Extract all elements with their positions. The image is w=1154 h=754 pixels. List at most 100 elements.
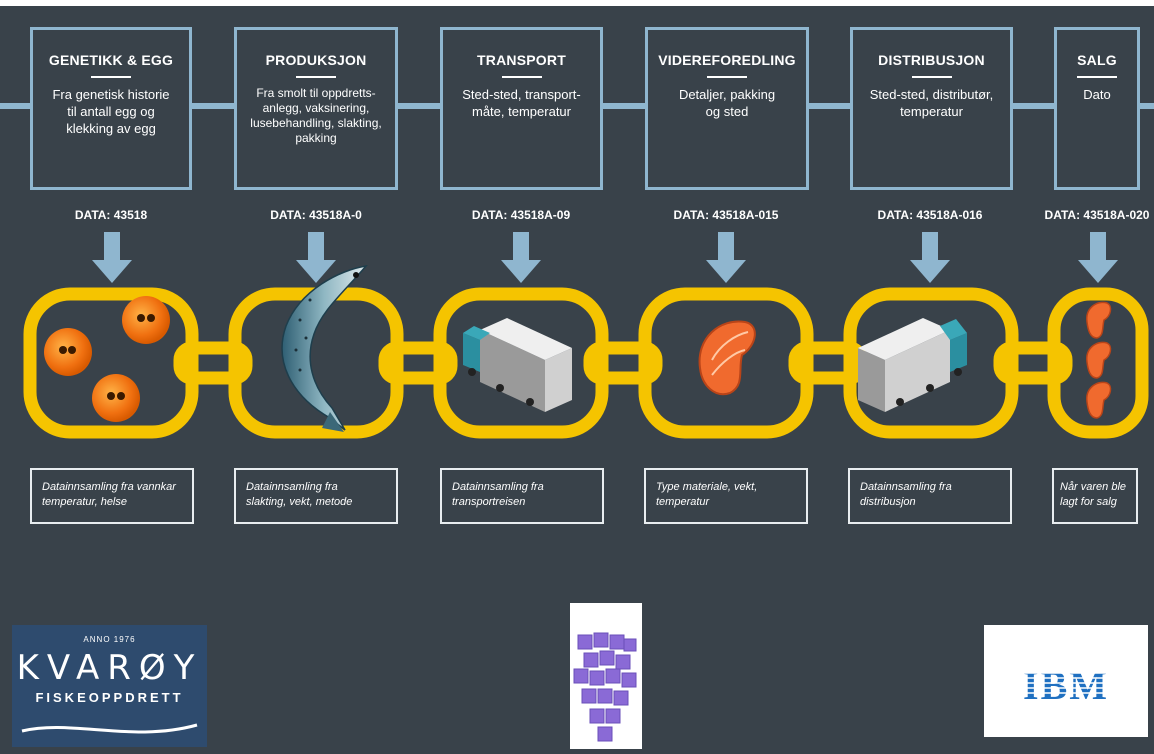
down-arrow-icon [910,232,950,283]
down-arrow-icon [501,232,541,283]
desc-line: og sted [705,104,749,119]
ibm-text: IBM [1023,663,1109,708]
chain-connector [993,341,1073,385]
note-line: temperatur [656,496,710,508]
note-box: Datainnsamling fra transportreisen [440,468,604,524]
note-line: temperatur, helse [42,496,127,508]
logo-sub: FISKEOPPDRETT [35,690,184,705]
stage-box-salg: SALG Dato [1054,27,1140,190]
note-line: Datainnsamling fra [860,481,952,493]
note-line: Datainnsamling fra [246,481,338,493]
stage-box-transport: TRANSPORT Sted-sted, transport- måte, te… [440,27,603,190]
stage-desc: Dato [1057,86,1137,103]
stage-desc: Fra smolt til oppdretts- anlegg, vaksine… [237,86,395,146]
note-line: Når varen ble [1060,481,1127,493]
top-band [0,0,1154,6]
stage-box-produksjon: PRODUKSJON Fra smolt til oppdretts- anle… [234,27,398,190]
desc-line: klekking av egg [66,121,156,136]
stage-title: DISTRIBUSJON [878,52,985,68]
chain-connector [583,341,663,385]
grape-logo [570,603,642,749]
logo-name: KVARØY [16,648,203,688]
divider [501,76,542,78]
desc-line: pakking [295,131,337,145]
down-arrow-icon [1078,232,1118,283]
truck-icon [858,318,967,412]
salmon-steak-icon [698,320,756,396]
down-arrow-icon [92,232,132,283]
desc-line: Detaljer, pakking [678,87,776,102]
note-box: Datainnsamling fra vannkar temperatur, h… [30,468,194,524]
note-line: transportreisen [452,496,526,508]
divider [911,76,952,78]
stage-box-videreforedling: VIDEREFOREDLING Detaljer, pakking og ste… [645,27,809,190]
salmon-steaks-icon [1086,301,1112,419]
note-line: slakting, vekt, metode [246,496,353,508]
connector [1138,103,1154,109]
stage-desc: Detaljer, pakking og sted [648,86,806,120]
grape-cluster-icon [573,632,637,742]
data-label: DATA: 43518 [74,208,148,222]
data-label: DATA: 43518A-020 [1044,208,1150,222]
chain-link [433,287,609,439]
divider [91,76,131,78]
logo-anno: ANNO 1976 [83,635,136,644]
chain-links [23,287,1149,439]
data-label: DATA: 43518A-015 [673,208,779,222]
divider [707,76,747,78]
wave-icon [21,723,198,734]
note-box: Type materiale, vekt, temperatur [644,468,808,524]
note-line: distribusjon [860,496,916,508]
desc-line: lusebehandling, slakting, [250,116,382,130]
truck-icon [463,318,572,412]
stage-title: GENETIKK & EGG [48,52,174,68]
chain-link [638,287,814,439]
note-line: Datainnsamling fra vannkar [42,481,176,493]
desc-line: Fra genetisk historie [52,87,170,102]
kvaroy-logo: ANNO 1976 KVARØY FISKEOPPDRETT [12,625,207,747]
salmon-icon [281,264,368,432]
divider [1077,76,1117,78]
ibm-logo-icon: IBM [1014,663,1119,708]
desc-line: Fra smolt til oppdretts- [256,86,376,100]
connector [807,103,850,109]
chain-connector [173,341,253,385]
stage-desc: Fra genetisk historie til antall egg og … [33,86,189,137]
ibm-logo: IBM [984,625,1148,737]
data-label: DATA: 43518A-0 [270,208,362,222]
stage-desc: Sted-sted, distributør, temperatur [853,86,1010,120]
stage-title: SALG [1077,52,1117,68]
note-box: Datainnsamling fra slakting, vekt, metod… [234,468,398,524]
note-line: lagt for salg [1060,496,1117,508]
divider [296,76,336,78]
connector [1012,103,1054,109]
stage-desc: Sted-sted, transport- måte, temperatur [443,86,600,120]
chain-link [843,287,1019,439]
desc-line: til antall egg og [67,104,155,119]
desc-line: Dato [1083,87,1111,102]
desc-line: temperatur [900,104,963,119]
down-arrow-icon [296,232,336,283]
stage-title: PRODUKSJON [265,52,367,68]
chain-link [1047,287,1149,439]
desc-line: måte, temperatur [472,104,571,119]
data-label: DATA: 43518A-016 [877,208,983,222]
connector [601,103,645,109]
stage-title: TRANSPORT [477,52,566,68]
stage-box-genetikk: GENETIKK & EGG Fra genetisk historie til… [30,27,192,190]
note-line: Type materiale, vekt, [656,481,758,493]
connector [0,103,30,109]
down-arrow-icon [706,232,746,283]
down-arrow-icons [92,232,1118,283]
desc-line: anlegg, vaksinering, [262,101,370,115]
connector [396,103,440,109]
note-box: Når varen ble lagt for salg [1052,468,1138,524]
desc-line: Sted-sted, distributør, [869,87,994,102]
stage-title: VIDEREFOREDLING [658,52,796,68]
connector [190,103,234,109]
note-line: Datainnsamling fra [452,481,544,493]
chain-connector [378,341,458,385]
chain-link [23,287,199,439]
